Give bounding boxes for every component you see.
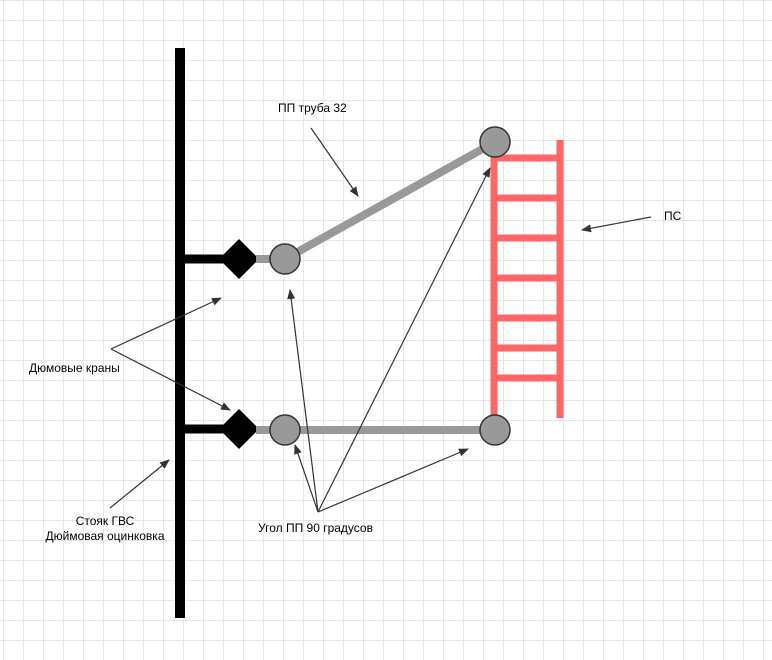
pipe-label: ПП труба 32: [278, 101, 347, 115]
angle-arrow-1: [287, 289, 319, 513]
riser-label: Стояк ГВС Дюймовая оцинковка: [20, 514, 190, 544]
lower-valve: [219, 409, 259, 449]
upper-right-elbow: [479, 126, 511, 158]
towel-rail-label-arrow: [581, 216, 652, 233]
angle-label: Угол ПП 90 градусов: [258, 521, 373, 535]
angle-arrow-4: [317, 448, 469, 513]
riser-label-line1: Стояк ГВС: [75, 514, 135, 528]
valves-arrow-upper: [110, 297, 222, 350]
towel-rail: [490, 140, 564, 418]
angle-arrow-3: [317, 167, 491, 513]
towel-rail-label: ПС: [664, 209, 682, 223]
valves-arrow-lower: [110, 348, 231, 411]
lower-right-elbow: [479, 414, 511, 446]
upper-pp-pipe: [283, 138, 497, 263]
riser-label-line2: Дюймовая оцинковка: [45, 529, 165, 543]
lower-left-elbow: [269, 414, 301, 446]
angle-arrow-2: [294, 444, 319, 513]
pipe-label-arrow: [310, 127, 359, 197]
upper-valve: [219, 239, 259, 279]
valves-label: Дюмовые краны: [29, 361, 120, 375]
upper-left-elbow: [269, 243, 301, 275]
riser-label-arrow: [109, 459, 170, 509]
